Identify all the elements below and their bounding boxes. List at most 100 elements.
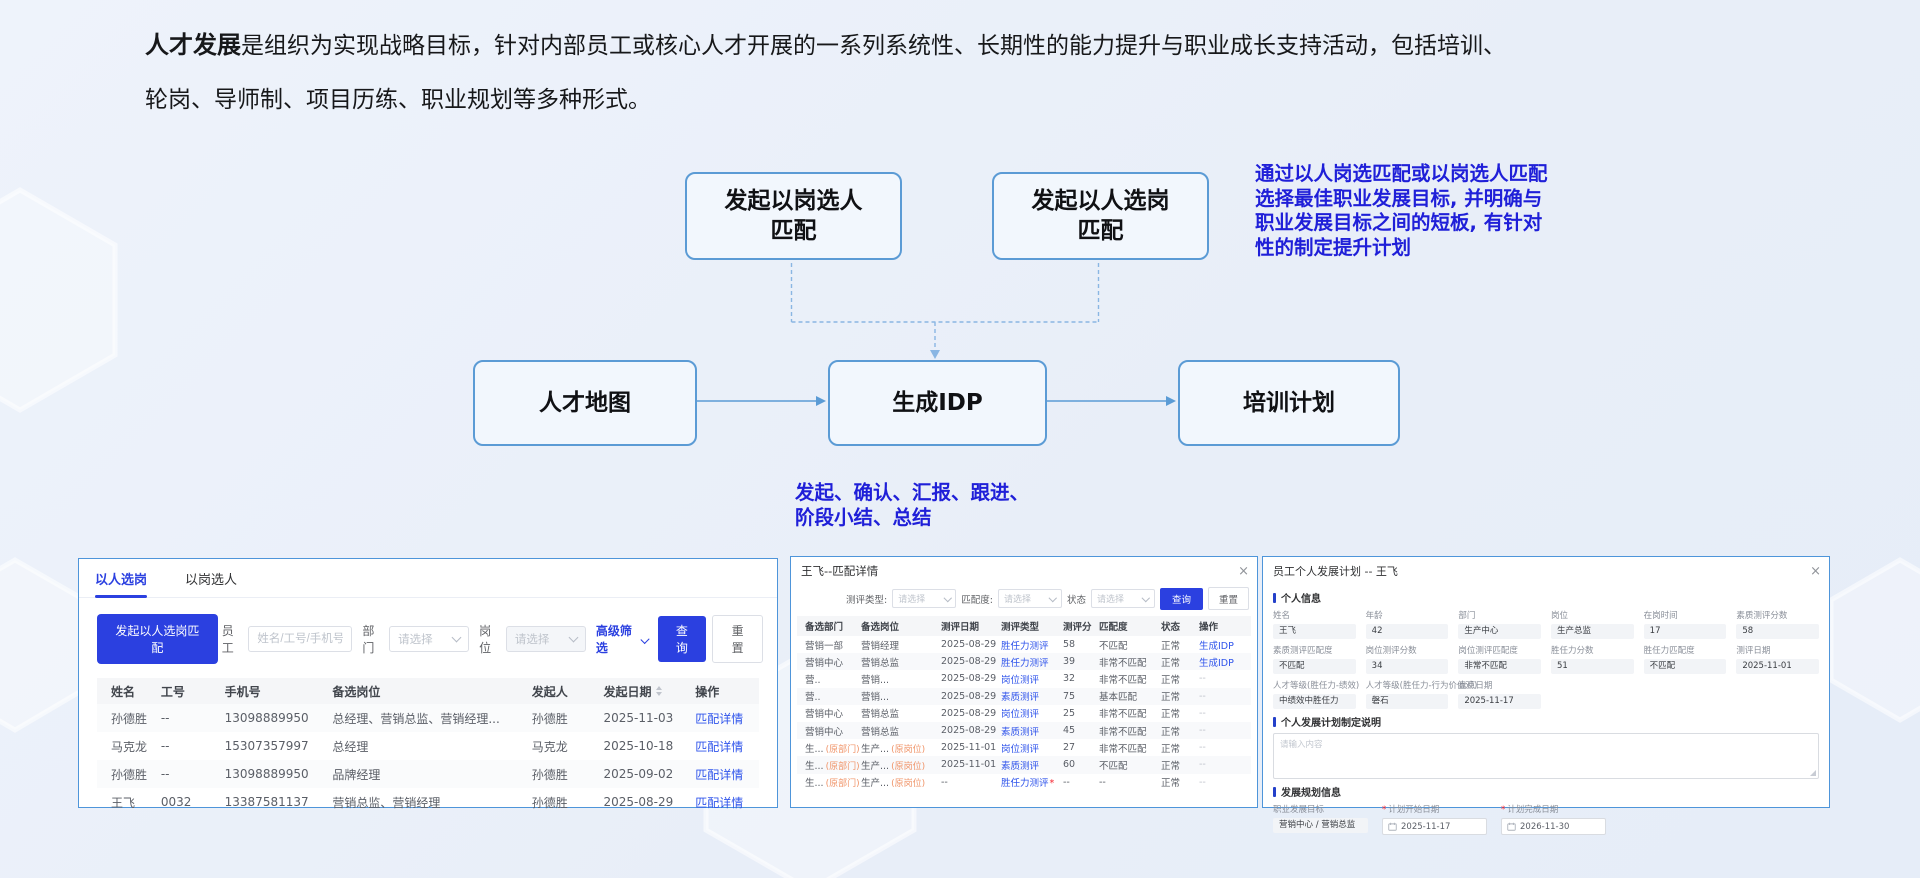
orig-dept-tag: (原部门) <box>825 744 860 755</box>
status-select[interactable]: 请选择 <box>1090 589 1155 608</box>
col-candidate-post: 备选岗位 <box>861 622 900 633</box>
cell-candidate-posts: 营销总监、营销经理 <box>332 795 441 810</box>
cell-phone: 15307357997 <box>224 739 309 753</box>
match-degree-label: 匹配度: <box>961 594 993 606</box>
col-initiate-date[interactable]: 发起日期 <box>603 683 695 700</box>
col-initiator: 发起人 <box>531 684 568 699</box>
orig-post-tag: (原岗位) <box>891 761 926 772</box>
query-button[interactable]: 查询 <box>657 616 707 662</box>
idp-annotation: 发起、确认、汇报、跟进、 阶段小结、总结 <box>795 481 1105 530</box>
table-row: 营销一部 营销经理 2025-08-29 胜任力测评 58 不匹配 正常 生成I… <box>797 636 1251 653</box>
match-degree-select[interactable]: 请选择 <box>997 589 1062 608</box>
employee-search-input[interactable] <box>248 626 353 652</box>
cell-action: -- <box>1199 759 1206 771</box>
col-actions: 操作 <box>1199 622 1219 633</box>
date-value: 2025-11-17 <box>1401 821 1451 832</box>
cell-emp-id: -- <box>160 767 170 781</box>
table-body: 营销一部 营销经理 2025-08-29 胜任力测评 58 不匹配 正常 生成I… <box>797 636 1251 791</box>
info-field: 人才等级(胜任力-行为价值观)磐石 <box>1365 679 1477 709</box>
info-field: 姓名王飞 <box>1273 609 1356 639</box>
info-field: 岗位测评匹配度非常不匹配 <box>1458 644 1541 674</box>
col-actions: 操作 <box>695 684 720 699</box>
eval-type-link[interactable]: 胜任力测评 <box>1001 640 1049 652</box>
generate-idp-link[interactable]: 生成IDP <box>1199 640 1234 652</box>
textarea-placeholder: 请输入内容 <box>1280 740 1323 750</box>
section-plan-note: 个人发展计划制定说明 <box>1273 714 1819 729</box>
col-candidate-posts: 备选岗位 <box>332 684 381 699</box>
eval-type-link[interactable]: 素质测评 <box>1001 692 1040 704</box>
table-row: 营.. 营销... 2025-08-29 素质测评 75 基本匹配 正常 -- <box>797 687 1251 705</box>
dept-select[interactable]: 请选择 <box>389 626 470 652</box>
cell-phone: 13387581137 <box>224 795 309 809</box>
cell-status: 正常 <box>1161 657 1181 669</box>
cell-initiate-date: 2025-11-03 <box>603 711 674 725</box>
eval-type-link[interactable]: 胜任力测评 <box>1001 657 1049 669</box>
flow-box-label: 匹配 <box>1077 218 1124 244</box>
match-detail-link[interactable]: 匹配详情 <box>695 711 744 726</box>
orig-dept-tag: (原部门) <box>825 779 860 790</box>
section-title-label: 个人信息 <box>1281 594 1321 605</box>
section-personal-info: 个人信息 <box>1273 590 1819 605</box>
flow-box-label: 生成IDP <box>892 389 983 416</box>
annotation-line: 性的制定提升计划 <box>1255 235 1412 259</box>
query-button[interactable]: 查询 <box>1159 587 1203 610</box>
cell-post: 营销... <box>861 674 890 686</box>
eval-type-link[interactable]: 素质测评 <box>1001 726 1040 738</box>
cell-action: -- <box>1199 690 1206 702</box>
eval-type-link[interactable]: 岗位测评 <box>1001 743 1040 755</box>
match-detail-link[interactable]: 匹配详情 <box>695 739 744 754</box>
dialog-header: 王飞--匹配详情 × <box>791 557 1257 581</box>
plan-start-date-input[interactable]: 2025-11-17 <box>1382 818 1487 835</box>
calendar-icon <box>1388 822 1397 831</box>
flow-box-talent-map: 人才地图 <box>473 360 697 446</box>
cell-status: 正常 <box>1161 692 1181 704</box>
arrowhead-right-icon <box>1166 396 1176 406</box>
section-bar-icon <box>1273 716 1276 727</box>
match-detail-link[interactable]: 匹配详情 <box>695 795 744 810</box>
matching-annotation: 通过以人岗选匹配或以岗选人匹配 选择最佳职业发展目标, 并明确与 职业发展目标之… <box>1255 162 1595 260</box>
cell-phone: 13098889950 <box>224 767 309 781</box>
tab-person-to-post[interactable]: 以人选岗 <box>95 559 148 598</box>
orig-post-tag: (原岗位) <box>891 779 926 790</box>
table-row: 王飞 0032 13387581137 营销总监、营销经理 孙德胜 2025-0… <box>97 788 759 816</box>
eval-type-link[interactable]: 胜任力测评 <box>1001 778 1049 790</box>
section-bar-icon <box>1273 786 1276 797</box>
eval-type-link[interactable]: 岗位测评 <box>1001 674 1040 686</box>
reset-button[interactable]: 重置 <box>712 615 763 663</box>
eval-type-link[interactable]: 素质测评 <box>1001 760 1040 772</box>
col-eval-date: 测评日期 <box>941 622 980 633</box>
plan-end-date-input[interactable]: 2026-11-30 <box>1501 818 1606 835</box>
resize-grip-icon[interactable] <box>1810 770 1816 776</box>
table-row: 营销中心 营销总监 2025-08-29 岗位测评 25 非常不匹配 正常 -- <box>797 705 1251 722</box>
cell-initiate-date: 2025-08-29 <box>603 795 674 809</box>
annotation-line: 职业发展目标之间的短板, 有针对 <box>1255 211 1543 234</box>
launch-match-button[interactable]: 发起以人选岗匹配 <box>97 614 218 664</box>
close-icon[interactable]: × <box>1238 563 1249 579</box>
cell-name: 孙德胜 <box>111 711 148 726</box>
orig-post-tag: (原岗位) <box>891 744 926 755</box>
sort-icon[interactable] <box>655 686 662 696</box>
chevron-down-icon <box>1049 593 1058 602</box>
annotation-line: 阶段小结、总结 <box>795 505 932 529</box>
match-detail-link[interactable]: 匹配详情 <box>695 767 744 782</box>
select-placeholder: 请选择 <box>1003 595 1031 605</box>
plan-note-textarea[interactable]: 请输入内容 <box>1273 733 1819 779</box>
col-eval-score: 测评分 <box>1063 622 1092 633</box>
eval-type-select[interactable]: 请选择 <box>892 589 957 608</box>
cell-status: 正常 <box>1161 760 1181 772</box>
close-icon[interactable]: × <box>1810 563 1821 579</box>
chevron-down-icon <box>943 593 952 602</box>
reset-button[interactable]: 重置 <box>1207 587 1249 610</box>
cell-match: -- <box>1099 776 1106 788</box>
post-select[interactable]: 请选择 <box>505 626 586 652</box>
cell-post: 营销总监 <box>861 709 900 721</box>
annotation-line: 选择最佳职业发展目标, 并明确与 <box>1255 186 1543 210</box>
advanced-filter-link[interactable]: 高级筛选 <box>596 622 650 656</box>
table-row: 营销中心 营销总监 2025-08-29 胜任力测评 39 非常不匹配 正常 生… <box>797 653 1251 671</box>
tab-post-to-person[interactable]: 以岗选人 <box>185 572 238 588</box>
eval-type-link[interactable]: 岗位测评 <box>1001 709 1040 721</box>
generate-idp-link[interactable]: 生成IDP <box>1199 657 1234 669</box>
